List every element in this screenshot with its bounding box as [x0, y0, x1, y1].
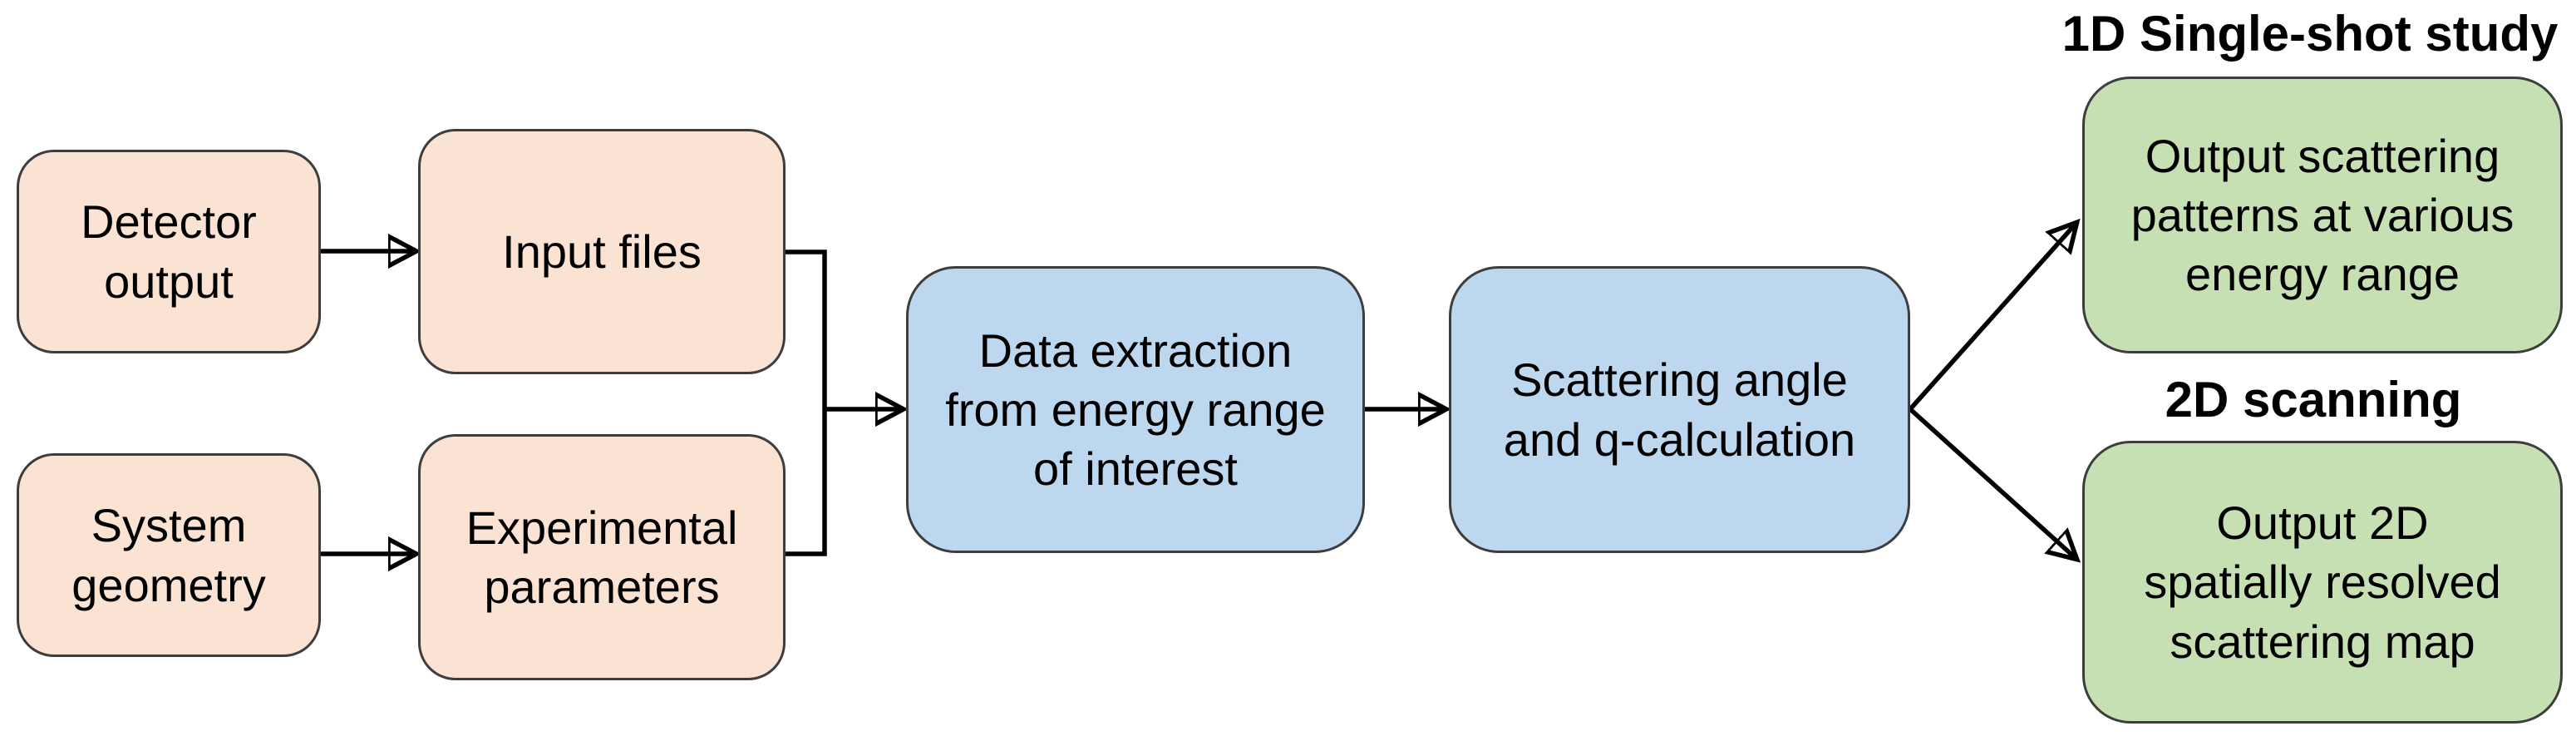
arrow-scattering-to-output-1d	[1908, 223, 2076, 411]
node-scattering-angle: Scattering angle and q-calculation	[1449, 266, 1910, 553]
arrow-scattering-to-output-2d	[1909, 407, 2076, 559]
node-detector-output-label: Detector output	[81, 195, 257, 308]
title-1d-single-shot-study: 1D Single-shot study	[2061, 6, 2559, 62]
node-experimental-parameters: Experimental parameters	[418, 434, 786, 680]
node-input-files-label: Input files	[502, 225, 702, 278]
node-input-files: Input files	[418, 129, 786, 374]
node-data-extraction-label: Data extraction from energy range of int…	[945, 324, 1326, 496]
node-scattering-angle-label: Scattering angle and q-calculation	[1503, 353, 1856, 466]
node-system-geometry-label: System geometry	[71, 499, 266, 611]
node-output-1d: Output scattering patterns at various en…	[2082, 77, 2563, 353]
title-2d-scanning: 2D scanning	[2165, 372, 2462, 427]
node-output-2d: Output 2D spatially resolved scattering …	[2082, 441, 2563, 724]
connector-bracket-inputs-merge	[786, 249, 827, 556]
node-detector-output: Detector output	[17, 150, 321, 353]
node-system-geometry: System geometry	[17, 453, 321, 657]
node-data-extraction: Data extraction from energy range of int…	[906, 266, 1365, 553]
node-output-2d-label: Output 2D spatially resolved scattering …	[2144, 496, 2501, 668]
node-output-1d-label: Output scattering patterns at various en…	[2130, 129, 2514, 301]
node-experimental-parameters-label: Experimental parameters	[465, 501, 738, 613]
